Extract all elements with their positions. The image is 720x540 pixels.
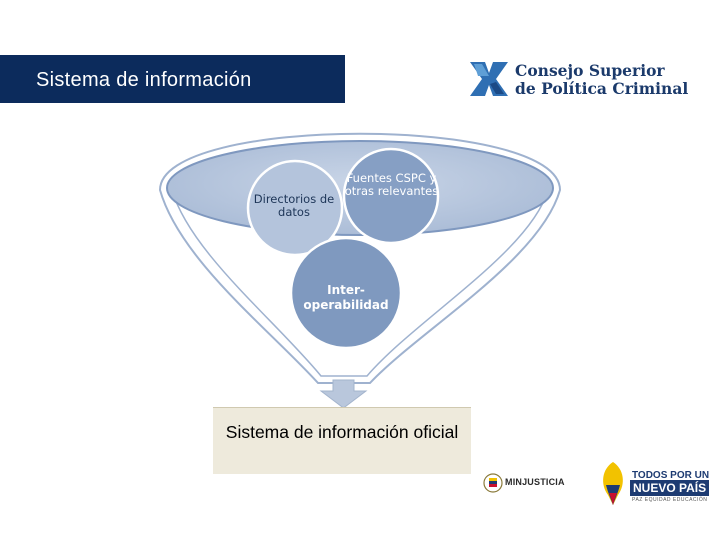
output-label: Sistema de información oficial bbox=[225, 422, 459, 442]
title-bar: Sistema de información bbox=[0, 55, 345, 103]
cspc-logo-line2: de Política Criminal bbox=[515, 79, 689, 98]
down-arrow-icon bbox=[319, 379, 368, 409]
nuevo-pais-emblem-icon bbox=[603, 462, 623, 505]
node-interoperabilidad-label: Inter-operabilidad bbox=[303, 283, 389, 312]
nuevo-pais-line3: PAZ EQUIDAD EDUCACIÓN bbox=[632, 497, 708, 503]
node-directorios bbox=[246, 159, 344, 257]
minjusticia-text: MINJUSTICIA bbox=[505, 477, 565, 487]
output-box: Sistema de información oficial bbox=[213, 407, 471, 474]
node-fuentes bbox=[342, 147, 440, 245]
cspc-logo: Consejo Superior de Política Criminal bbox=[468, 60, 693, 100]
slide-title: Sistema de información bbox=[36, 69, 252, 91]
node-directorios-label: Directorios de datos bbox=[253, 192, 335, 219]
cspc-logo-line1: Consejo Superior bbox=[515, 61, 665, 80]
node-fuentes-label: Fuentes CSPC y otras relevantes bbox=[344, 171, 439, 198]
nuevo-pais-line2: NUEVO PAÍS bbox=[630, 480, 710, 496]
cspc-emblem-icon bbox=[468, 60, 510, 98]
node-interoperabilidad bbox=[289, 236, 403, 350]
minjusticia-logo: MINJUSTICIA bbox=[481, 472, 591, 494]
nuevo-pais-logo: TODOS POR UN NUEVO PAÍS PAZ EQUIDAD EDUC… bbox=[596, 457, 714, 513]
colombia-shield-icon bbox=[483, 473, 503, 493]
nuevo-pais-line1: TODOS POR UN bbox=[632, 470, 710, 481]
